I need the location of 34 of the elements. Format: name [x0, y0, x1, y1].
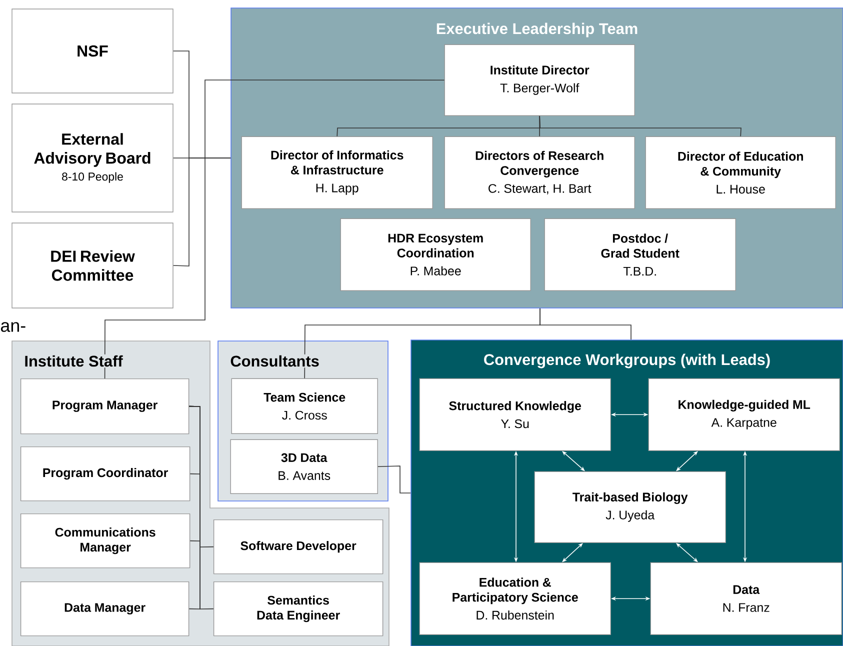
role-box: Director of Informatics & Infrastructure H. Lapp [241, 136, 433, 209]
role-box: 3D Data B. Avants [230, 439, 378, 494]
role-box: NSF [12, 8, 174, 94]
connector-line [539, 116, 742, 137]
role-box: Postdoc / Grad Student T.B.D. [544, 218, 736, 291]
role-box: Knowledge-guided ML A. Karpatne [648, 378, 840, 451]
role-box: Data Manager [20, 581, 190, 636]
role-box: Institute Director T. Berger-Wolf [444, 44, 635, 116]
role-box: External Advisory Board 8-10 People [12, 104, 174, 212]
group-title: Consultants [229, 354, 320, 368]
role-box: Program Coordinator [20, 446, 190, 502]
role-box: Communications Manager [20, 513, 190, 568]
group-title: Convergence Workgroups (with Leads) [482, 352, 772, 370]
text-fragment: an- [0, 322, 26, 332]
connector-line [540, 308, 632, 340]
group-title: Institute Staff [23, 354, 124, 368]
role-box: Data N. Franz [650, 562, 842, 635]
role-box: Semantics Data Engineer [213, 581, 384, 636]
connector-line [539, 116, 540, 137]
connector-line [104, 80, 445, 379]
connector-line [378, 466, 411, 494]
connector-line [172, 158, 231, 266]
role-box: HDR Ecosystem Coordination P. Mabee [340, 218, 531, 291]
role-box: Directors of Research Convergence C. Stewart, H. Bart [444, 136, 635, 209]
role-box: Director of Education & Community L. House [645, 136, 836, 209]
role-box: Structured Knowledge Y. Su [419, 378, 611, 451]
role-box: Team Science J. Cross [231, 378, 378, 434]
role-box: Software Developer [213, 519, 384, 574]
role-box: Program Manager [20, 378, 190, 434]
role-box: DEI Review Committee [12, 222, 174, 308]
role-box: Trait-based Biology J. Uyeda [534, 471, 726, 543]
group-title: Executive Leadership Team [434, 22, 640, 38]
connector-line [188, 406, 214, 610]
role-box: Education & Participatory Science D. Rubenstein [419, 562, 611, 635]
